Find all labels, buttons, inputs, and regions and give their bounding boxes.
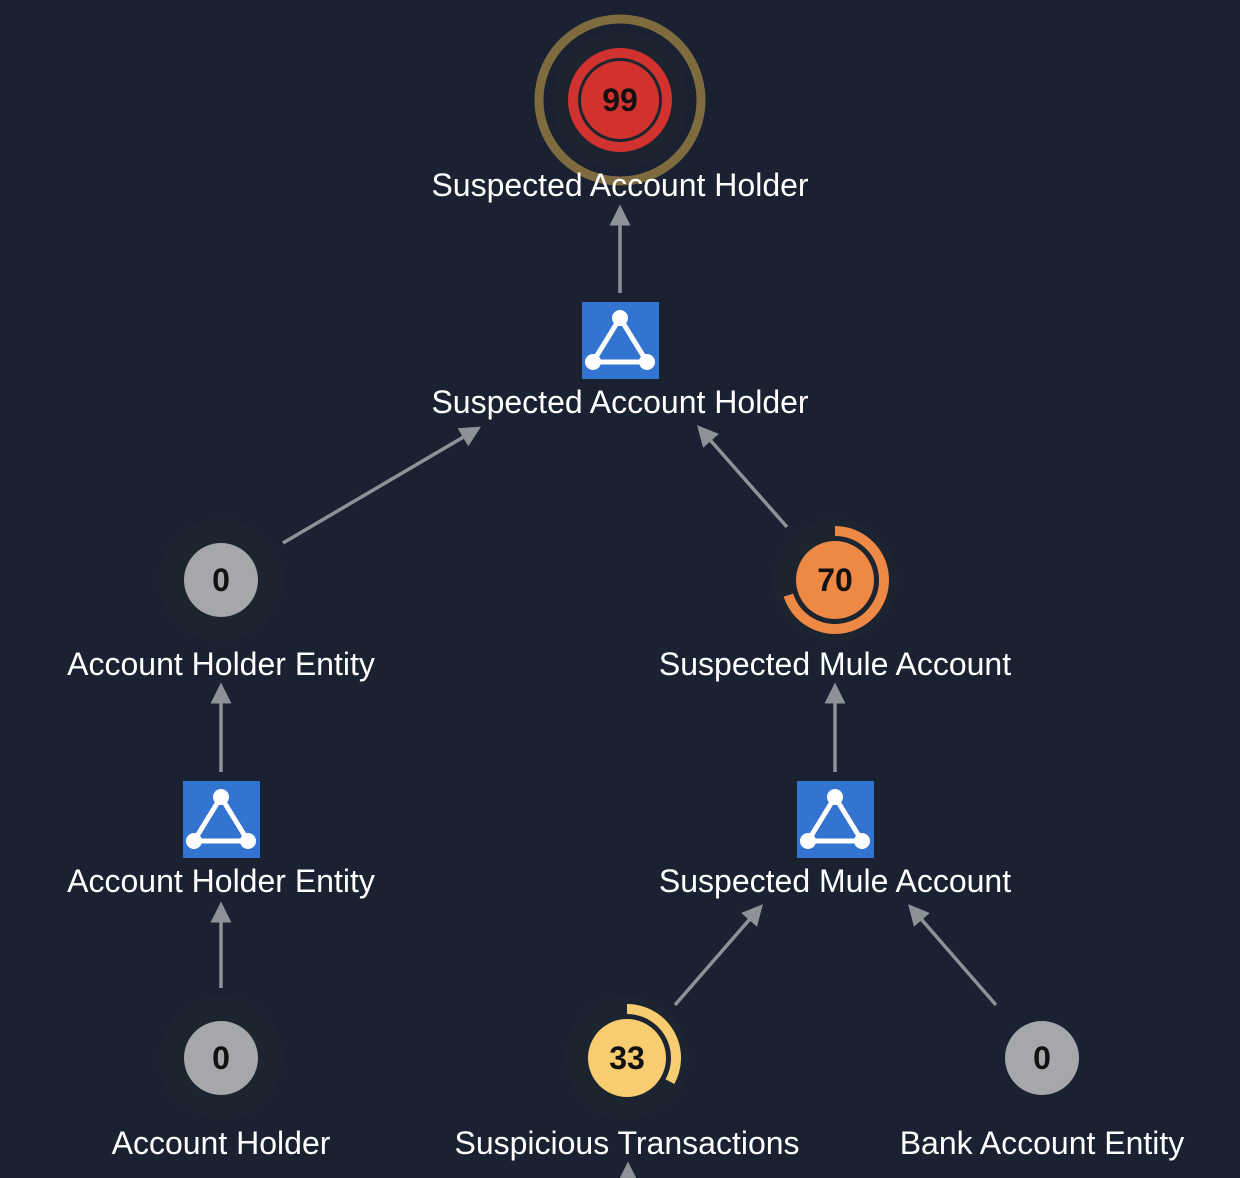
label-top-score: Suspected Account Holder — [431, 167, 809, 203]
node-holder-entity-rule[interactable] — [183, 781, 260, 858]
label-mule-score: Suspected Mule Account — [658, 646, 1012, 682]
score-disc — [184, 1021, 258, 1095]
node-mule-rule[interactable] — [797, 781, 874, 858]
score-disc — [1005, 1021, 1079, 1095]
score-disc — [588, 1019, 666, 1097]
label-mule-rule: Suspected Mule Account — [658, 863, 1012, 899]
score-value: 0 — [1033, 1040, 1051, 1076]
label-top-rule: Suspected Account Holder — [431, 384, 809, 420]
score-value: 0 — [212, 562, 230, 598]
score-arc — [783, 526, 889, 634]
node-bank-account-entity[interactable]: 0 — [1005, 1021, 1079, 1095]
node-top-score[interactable]: 99 — [534, 14, 706, 186]
graph-triangle-icon — [800, 789, 870, 849]
edge-bank-entity-to-mule-rule — [908, 904, 998, 1007]
node-account-holder[interactable]: 0 — [159, 996, 283, 1120]
node-holder-entity-score[interactable]: 0 — [159, 518, 283, 642]
edge-mule-to-top-rule — [697, 425, 789, 529]
score-arc — [626, 1004, 681, 1085]
score-arc — [568, 48, 672, 152]
score-value: 33 — [609, 1040, 645, 1076]
score-disc — [184, 543, 258, 617]
highlight-ring — [534, 14, 706, 186]
label-holder-entity-score: Account Holder Entity — [67, 646, 375, 682]
score-value: 70 — [817, 562, 853, 598]
node-suspicious-transactions[interactable]: 33 — [565, 996, 689, 1120]
edge-holder-entity-to-top-rule — [282, 426, 482, 545]
label-account-holder: Account Holder — [111, 1125, 331, 1161]
score-disc — [581, 61, 659, 139]
label-holder-entity-rule: Account Holder Entity — [67, 863, 375, 899]
label-bank-account-entity: Bank Account Entity — [899, 1125, 1185, 1161]
edge-suspicious-tx-to-mule-rule — [673, 904, 763, 1007]
score-value: 99 — [602, 82, 638, 118]
score-disc — [796, 541, 874, 619]
score-value: 0 — [212, 1040, 230, 1076]
graph-triangle-icon — [186, 789, 256, 849]
node-mule-score[interactable]: 70 — [773, 518, 897, 642]
label-suspicious-transactions: Suspicious Transactions — [454, 1125, 800, 1161]
graph-triangle-icon — [585, 310, 655, 370]
node-top-rule[interactable] — [582, 302, 659, 379]
